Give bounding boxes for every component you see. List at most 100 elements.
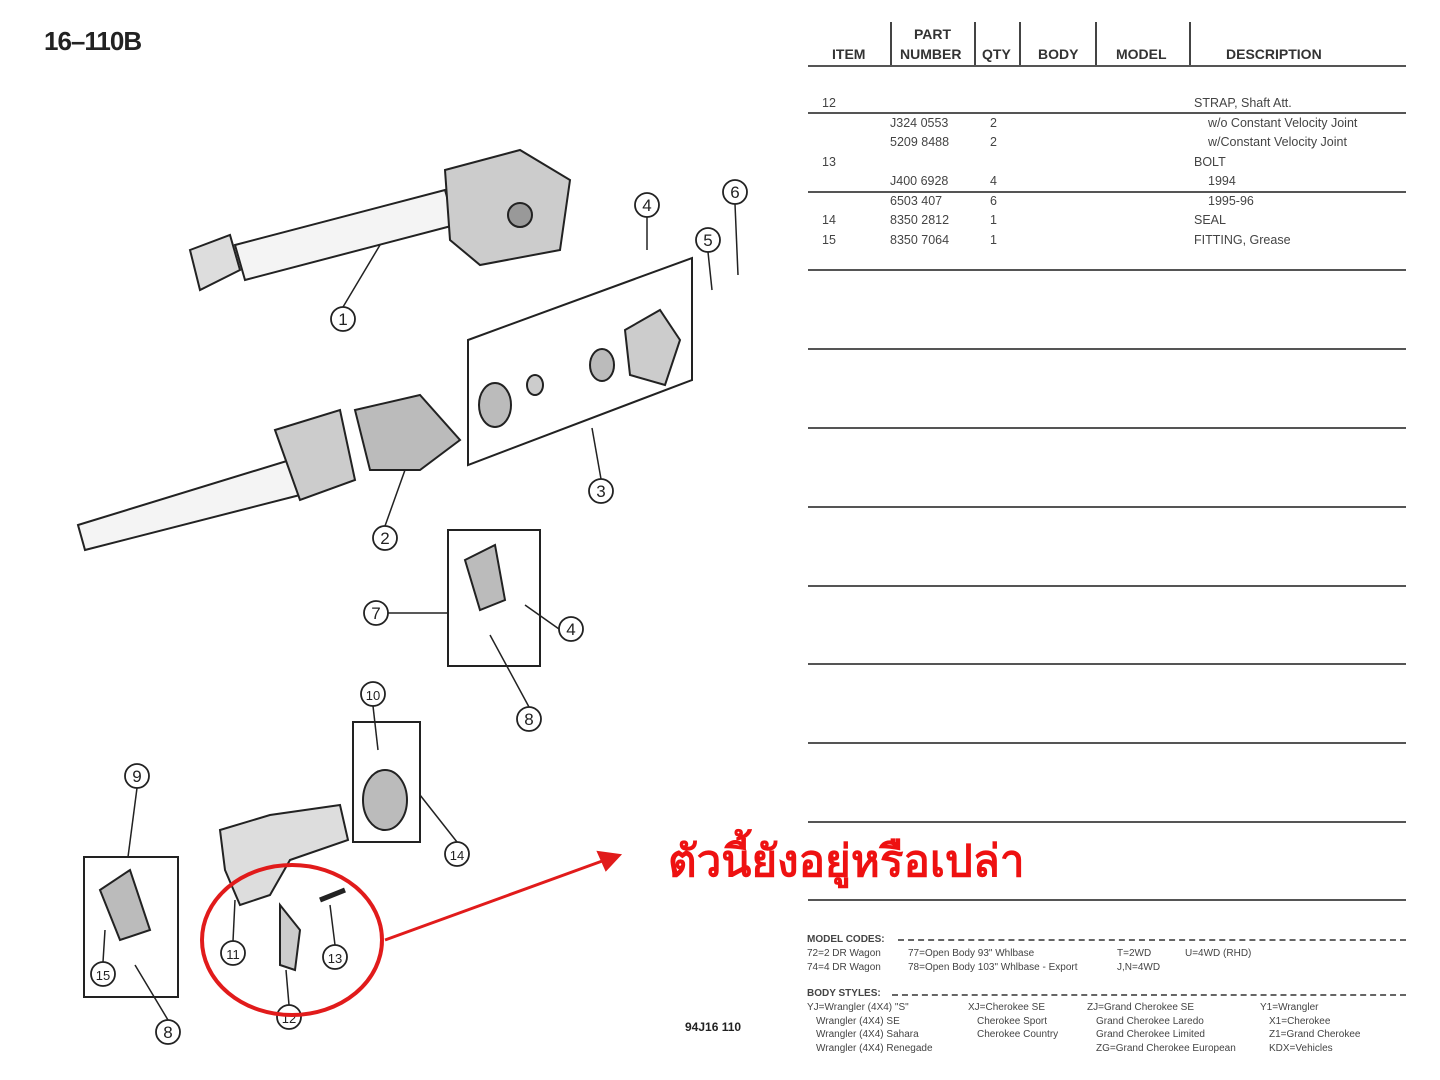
table-cell-qty: 2 xyxy=(990,135,997,149)
callout-8: 8 xyxy=(516,706,542,732)
callout-7: 7 xyxy=(363,600,389,626)
callout-number: 4 xyxy=(566,620,575,639)
body-style: Cherokee Sport xyxy=(977,1015,1048,1027)
header-description: DESCRIPTION xyxy=(1226,46,1322,62)
table-cell-item: 14 xyxy=(822,213,836,227)
callout-10: 10 xyxy=(360,681,386,707)
cv-kit-box xyxy=(467,256,693,467)
footer-code: 94J16 110 xyxy=(685,1020,742,1034)
callout-4: 4 xyxy=(558,616,584,642)
body-style: X1=Cherokee xyxy=(1269,1015,1331,1027)
callout-number: 5 xyxy=(703,231,712,250)
model-code: 78=Open Body 103" Whlbase - Export xyxy=(908,962,1078,973)
callout-4: 4 xyxy=(634,192,660,218)
body-style: Wrangler (4X4) Renegade xyxy=(816,1042,933,1054)
body-style: Wrangler (4X4) SE xyxy=(816,1015,900,1027)
body-style: Grand Cherokee Laredo xyxy=(1096,1015,1204,1027)
table-cell-desc: SEAL xyxy=(1194,213,1226,227)
table-cell-desc: 1994 xyxy=(1208,174,1236,188)
body-style: Wrangler (4X4) Sahara xyxy=(816,1029,919,1040)
callout-number: 11 xyxy=(226,947,240,962)
header-qty: QTY xyxy=(982,46,1011,62)
driveshaft-upper xyxy=(188,148,572,292)
callout-number: 8 xyxy=(524,710,533,729)
header-model: MODEL xyxy=(1116,46,1167,62)
body-styles-label: BODY STYLES: xyxy=(807,988,881,999)
callout-number: 13 xyxy=(328,951,342,966)
callout-number: 7 xyxy=(371,604,380,623)
header-item: ITEM xyxy=(832,46,866,62)
body-style: KDX=Vehicles xyxy=(1269,1042,1333,1054)
header-part-number: NUMBER xyxy=(900,46,962,62)
table-cell-desc: w/Constant Velocity Joint xyxy=(1208,135,1347,149)
table-cell-part: 8350 2812 xyxy=(890,213,950,227)
table-cell-part: 5209 8488 xyxy=(890,135,950,149)
callout-9: 9 xyxy=(124,763,150,789)
table-cell-part: J400 6928 xyxy=(890,174,949,188)
table-cell-item: 12 xyxy=(822,96,836,110)
table-cell-qty: 1 xyxy=(990,213,997,227)
header-body: BODY xyxy=(1038,46,1079,62)
table-cell-desc: 1995-96 xyxy=(1208,194,1254,208)
callout-number: 10 xyxy=(366,688,380,703)
table-cell-qty: 2 xyxy=(990,116,997,130)
page-code: 16–110B xyxy=(44,26,142,56)
yoke xyxy=(218,803,350,972)
model-code: 72=2 DR Wagon xyxy=(807,948,881,959)
model-code: J,N=4WD xyxy=(1117,962,1161,973)
table-cell-qty: 6 xyxy=(990,194,997,208)
table-cell-qty: 4 xyxy=(990,174,997,188)
table-cell-part: J324 0553 xyxy=(890,116,949,130)
body-style: Z1=Grand Cherokee xyxy=(1269,1029,1361,1040)
callout-3: 3 xyxy=(588,478,614,504)
table-cell-item: 15 xyxy=(822,233,836,247)
annotation-text: ตัวนี้ยังอยู่หรือเปล่า xyxy=(668,836,1025,887)
callout-1: 1 xyxy=(330,306,356,332)
callout-6: 6 xyxy=(722,179,748,205)
driveshaft-lower xyxy=(76,393,462,552)
body-style: Cherokee Country xyxy=(977,1029,1059,1040)
model-code: 74=4 DR Wagon xyxy=(807,962,881,973)
red-arrow xyxy=(384,858,606,942)
callout-number: 8 xyxy=(163,1023,172,1042)
callout-number: 14 xyxy=(450,848,464,863)
table-cell-desc: FITTING, Grease xyxy=(1194,233,1291,247)
callout-13: 13 xyxy=(322,944,348,970)
model-code: 77=Open Body 93" Whlbase xyxy=(908,948,1035,959)
table-cell-qty: 1 xyxy=(990,233,997,247)
callout-2: 2 xyxy=(372,525,398,551)
red-circle-highlight xyxy=(200,863,384,1017)
model-code: U=4WD (RHD) xyxy=(1185,948,1252,959)
callout-11: 11 xyxy=(220,940,246,966)
callout-14: 14 xyxy=(444,841,470,867)
callout-number: 9 xyxy=(132,767,141,786)
header-part-top: PART xyxy=(914,26,952,42)
body-style: ZJ=Grand Cherokee SE xyxy=(1087,1002,1194,1013)
table-cell-part: 8350 7064 xyxy=(890,233,950,247)
callout-number: 3 xyxy=(596,482,605,501)
table-cell-desc: BOLT xyxy=(1194,155,1226,169)
body-style: Grand Cherokee Limited xyxy=(1096,1029,1205,1040)
body-style: YJ=Wrangler (4X4) "S" xyxy=(807,1002,909,1013)
table-cell-part: 6503 407 xyxy=(890,194,943,208)
model-codes-label: MODEL CODES: xyxy=(807,934,885,945)
body-style: ZG=Grand Cherokee European xyxy=(1096,1042,1236,1054)
table-cell-desc: STRAP, Shaft Att. xyxy=(1194,96,1292,110)
callout-15: 15 xyxy=(90,961,116,987)
callout-number: 15 xyxy=(96,968,110,983)
callout-number: 2 xyxy=(380,529,389,548)
callout-5: 5 xyxy=(695,227,721,253)
leader-lines xyxy=(102,203,739,1021)
table-cell-item: 13 xyxy=(822,155,836,169)
model-code: T=2WD xyxy=(1117,948,1152,959)
callout-8: 8 xyxy=(155,1019,181,1045)
body-style: Y1=Wrangler xyxy=(1260,1002,1319,1013)
callout-number: 1 xyxy=(338,310,347,329)
callout-number: 6 xyxy=(730,183,739,202)
cv-kit-parts xyxy=(478,308,682,428)
table-cell-desc: w/o Constant Velocity Joint xyxy=(1208,116,1358,130)
body-style: XJ=Cherokee SE xyxy=(968,1002,1045,1013)
callout-12: 12 xyxy=(276,1004,302,1030)
callout-number: 4 xyxy=(642,196,651,215)
